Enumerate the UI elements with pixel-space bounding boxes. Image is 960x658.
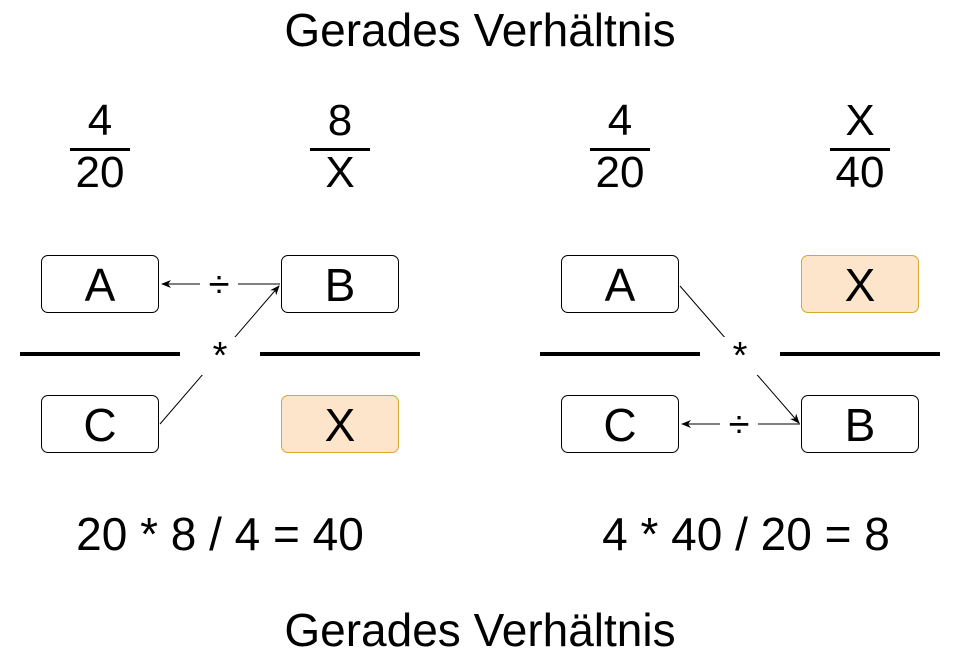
fraction-bar [310,148,370,151]
right-box-b: B [801,395,919,453]
right-fraction-2: X 40 [820,98,900,198]
right-division-line-2 [780,352,940,356]
fraction-bar [830,148,890,151]
fraction-bar [590,148,650,151]
fraction-numerator: 4 [87,96,113,145]
right-fraction-1: 4 20 [580,98,660,198]
right-box-x-highlighted: X [801,255,919,313]
left-fraction-1: 4 20 [60,98,140,198]
fraction-bar [70,148,130,151]
footer-title: Gerades Verhältnis [284,604,676,656]
left-divide-operator: ÷ [200,266,238,304]
left-box-b: B [281,255,399,313]
right-box-a: A [561,255,679,313]
fraction-denominator: 40 [835,148,885,197]
right-division-line-1 [540,352,700,356]
right-multiply-operator: * [722,337,758,375]
right-box-c: C [561,395,679,453]
left-box-c: C [41,395,159,453]
left-multiply-operator: * [202,337,238,375]
fraction-denominator: 20 [75,148,125,197]
fraction-numerator: 4 [607,96,633,145]
fraction-denominator: X [325,148,355,197]
right-equation: 4 * 40 / 20 = 8 [602,508,890,560]
left-box-x-highlighted: X [281,395,399,453]
left-box-a: A [41,255,159,313]
left-fraction-2: 8 X [300,98,380,198]
left-equation: 20 * 8 / 4 = 40 [76,508,364,560]
fraction-denominator: 20 [595,148,645,197]
left-division-line-1 [20,352,180,356]
fraction-numerator: 8 [327,96,353,145]
right-divide-operator: ÷ [720,406,758,444]
fraction-numerator: X [845,96,875,145]
left-division-line-2 [260,352,420,356]
page-title: Gerades Verhältnis [284,4,676,56]
